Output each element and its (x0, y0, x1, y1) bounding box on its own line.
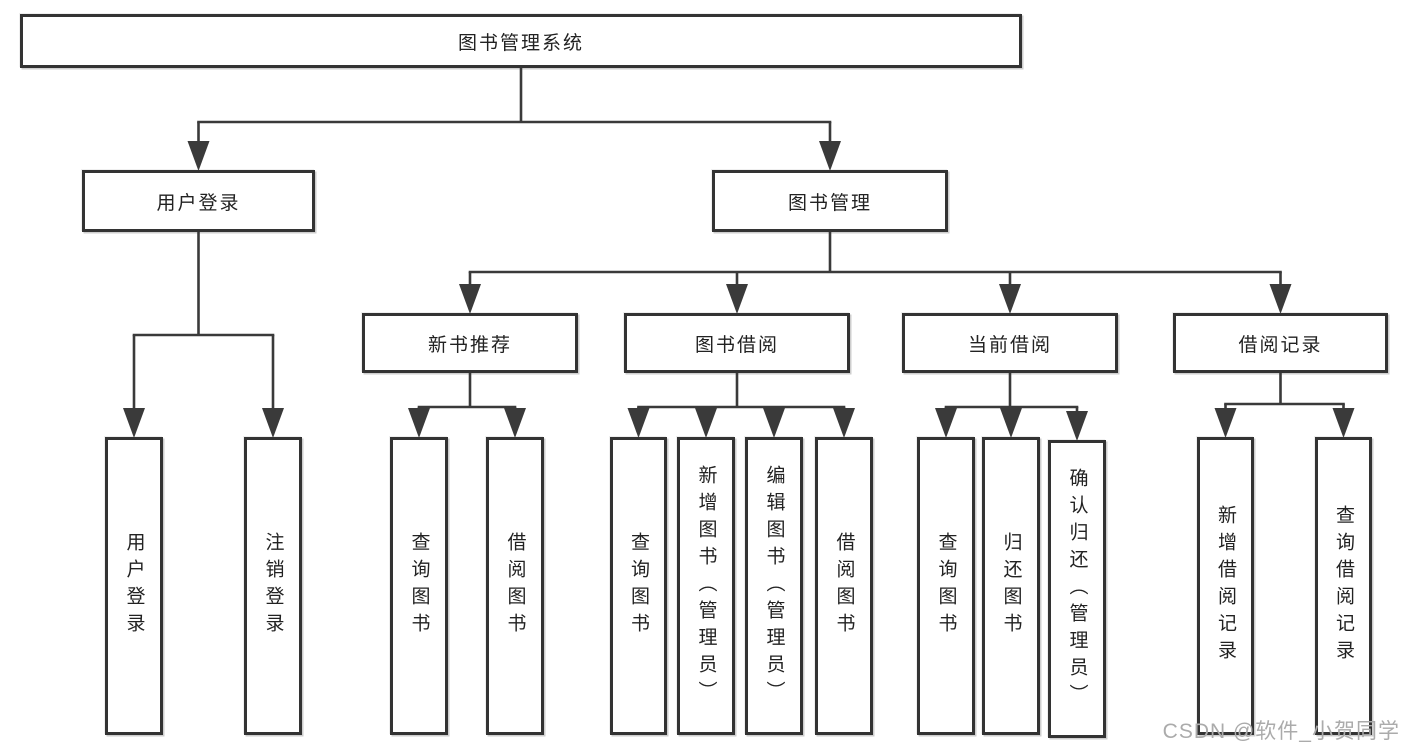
watermark-text: CSDN @软件_小贺同学 (1162, 720, 1400, 743)
arrowhead-icon (726, 284, 748, 314)
arrowhead-icon (459, 284, 481, 314)
node-borrow: 图书借阅 (624, 313, 850, 373)
arrowhead-icon (695, 408, 717, 438)
node-login: 用户登录 (82, 170, 315, 232)
node-b2: 借阅图书 (815, 437, 873, 735)
node-label: 查询图书 (408, 532, 430, 640)
arrowhead-icon (627, 408, 650, 438)
arrowhead-icon (408, 408, 430, 438)
arrowhead-icon (763, 408, 785, 438)
arrowhead-icon (504, 408, 526, 438)
arrowhead-icon (833, 408, 855, 438)
arrowhead-icon (1332, 408, 1355, 438)
node-label: 归还图书 (1000, 532, 1022, 640)
node-label: 新增图书（管理员） (695, 464, 717, 708)
node-q1: 查询图书 (390, 437, 448, 735)
arrowhead-icon (123, 408, 145, 438)
node-label: 确认归还（管理员） (1066, 467, 1088, 711)
arrowhead-icon (1269, 284, 1292, 314)
node-addrec: 新增借阅记录 (1197, 437, 1254, 735)
arrowhead-icon (1000, 408, 1022, 438)
node-label: 用户登录 (156, 192, 241, 214)
node-records: 借阅记录 (1173, 313, 1388, 373)
node-qrec: 查询借阅记录 (1315, 437, 1372, 735)
node-edit: 编辑图书（管理员） (745, 437, 803, 735)
node-leafLogout: 注销登录 (244, 437, 302, 735)
node-label: 借阅图书 (833, 532, 855, 640)
arrowhead-icon (187, 141, 210, 171)
arrowhead-icon (1214, 408, 1237, 438)
node-label: 用户登录 (123, 532, 145, 640)
node-label: 新增借阅记录 (1215, 505, 1236, 667)
arrowhead-icon (999, 284, 1021, 314)
node-label: 图书借阅 (694, 334, 779, 356)
node-label: 新书推荐 (427, 334, 512, 356)
arrowhead-icon (819, 141, 841, 171)
node-q2: 查询图书 (610, 437, 667, 735)
node-ret: 归还图书 (982, 437, 1040, 735)
node-add: 新增图书（管理员） (677, 437, 735, 735)
node-label: 查询借阅记录 (1333, 505, 1354, 667)
node-label: 借阅图书 (504, 532, 526, 640)
node-label: 查询图书 (935, 532, 957, 640)
node-label: 注销登录 (262, 532, 284, 640)
node-root: 图书管理系统 (20, 14, 1022, 68)
arrowhead-icon (1066, 411, 1088, 441)
node-newbook: 新书推荐 (362, 313, 578, 373)
node-label: 查询图书 (628, 532, 649, 640)
arrowhead-icon (935, 408, 957, 438)
node-confirm: 确认归还（管理员） (1048, 440, 1106, 738)
arrowhead-icon (262, 408, 284, 438)
node-leafLogin: 用户登录 (105, 437, 163, 735)
node-current: 当前借阅 (902, 313, 1118, 373)
node-label: 图书管理系统 (457, 32, 584, 54)
node-q3: 查询图书 (917, 437, 975, 735)
node-label: 借阅记录 (1238, 334, 1323, 356)
node-b1: 借阅图书 (486, 437, 544, 735)
node-mgmt: 图书管理 (712, 170, 948, 232)
node-label: 编辑图书（管理员） (763, 464, 785, 708)
node-label: 当前借阅 (967, 334, 1052, 356)
node-label: 图书管理 (787, 192, 872, 214)
